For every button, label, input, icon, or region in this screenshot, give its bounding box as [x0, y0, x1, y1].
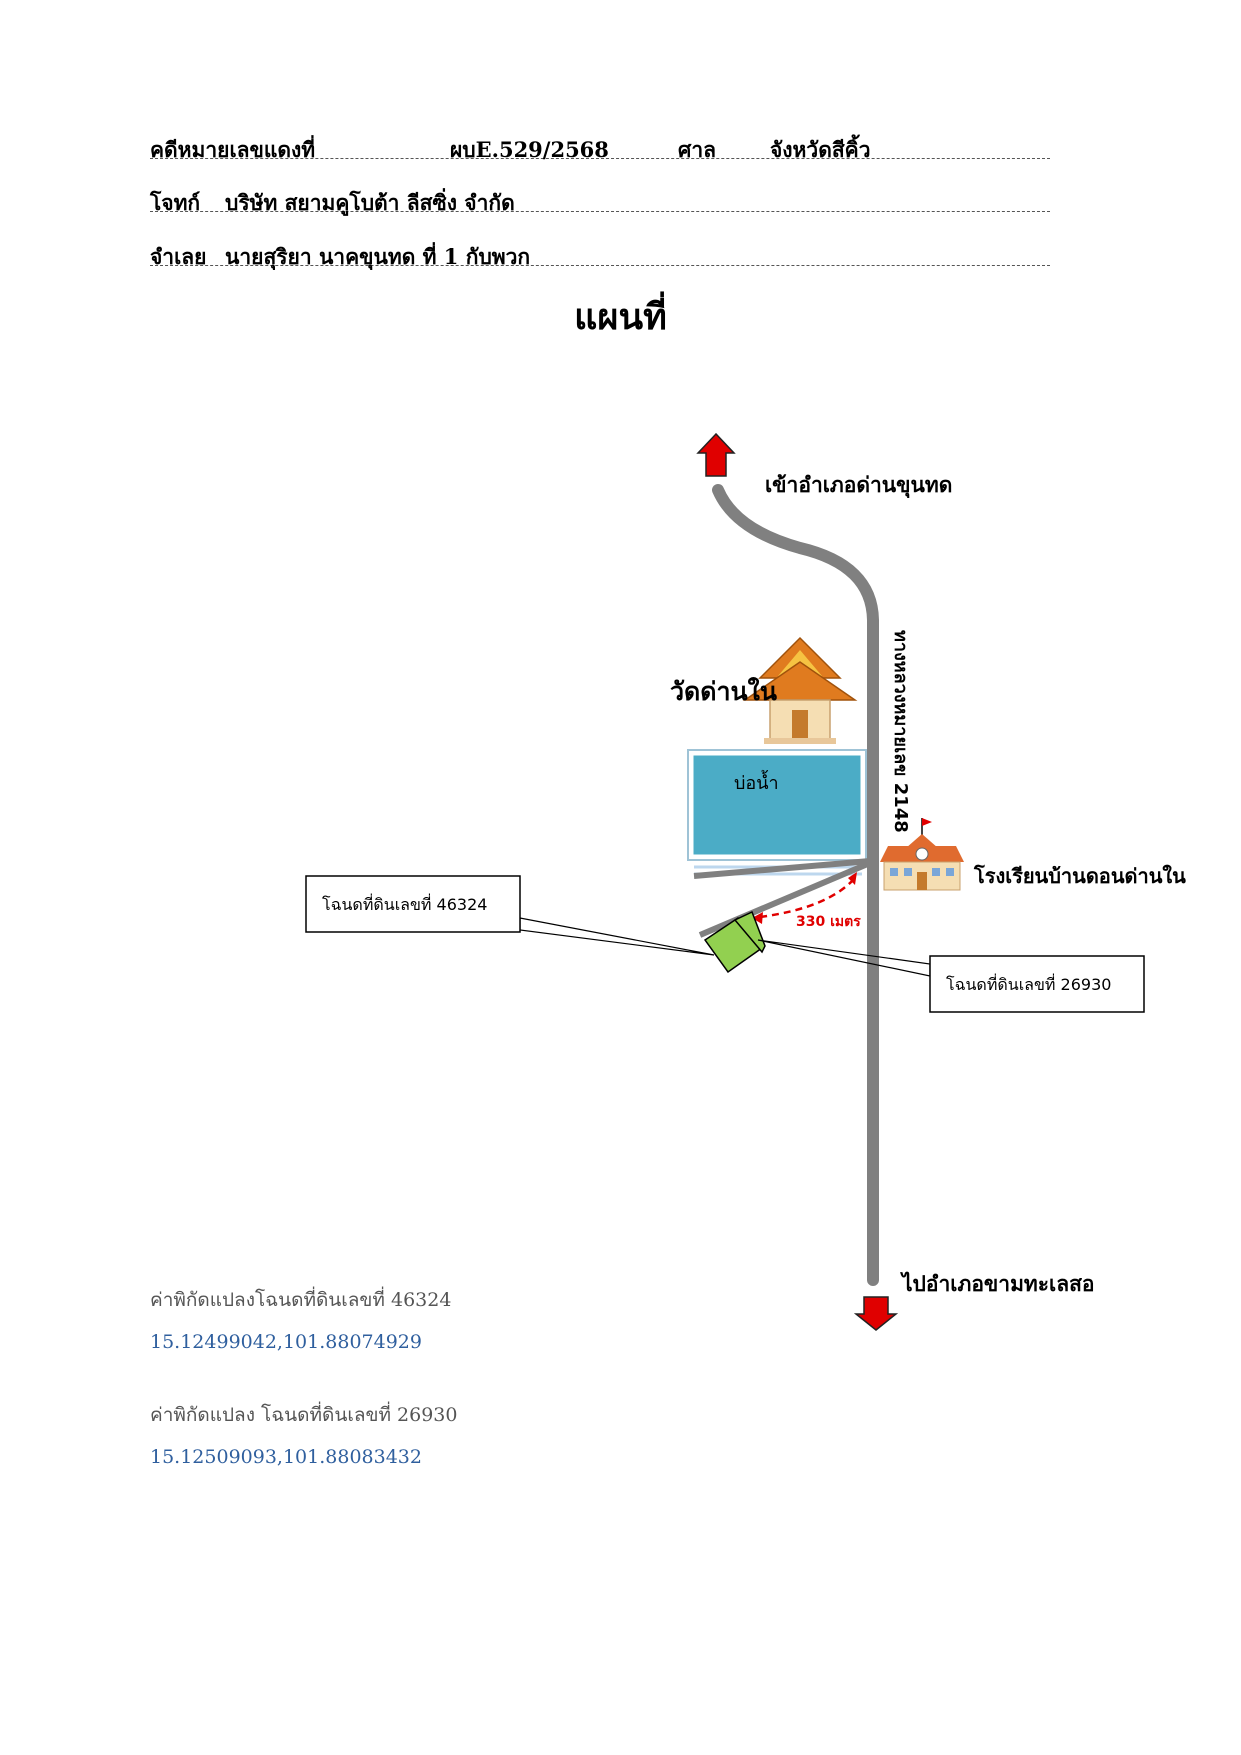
highway-road: [712, 484, 879, 1286]
coordinate-label-26930: ค่าพิกัดแปลง โฉนดที่ดินเลขที่ 26930: [150, 1404, 458, 1426]
plaintiff-label: โจทก์: [150, 190, 201, 215]
callout-46324-box: [305, 875, 521, 933]
side-road-upper: [693, 858, 871, 879]
case-label: คดีหมายเลขแดงที่: [150, 137, 316, 162]
highway-label: ทางหลวงหมายเลข 2148: [890, 630, 911, 833]
deed-26930-label: โฉนดที่ดินเลขที่ 26930: [946, 973, 1111, 994]
plaintiff-name: บริษัท สยามคูโบต้า ลีสซิ่ง จำกัด: [225, 190, 515, 215]
south-arrow-icon: [853, 1296, 899, 1331]
header-underline-1: [150, 158, 1050, 159]
case-number: ผบE.529/2568: [450, 137, 609, 162]
deed-46324-label: โฉนดที่ดินเลขที่ 46324: [322, 893, 487, 914]
distance-label: 330 เมตร: [796, 914, 861, 930]
court-label: ศาล: [678, 137, 716, 162]
pond-outline: [687, 749, 867, 861]
distance-path: [759, 877, 856, 919]
header-underline-2: [150, 211, 1050, 212]
distance-arrow-head-top: [848, 872, 857, 885]
defendant-name: นายสุริยา นาคขุนทด ที่ 1 กับพวก: [225, 244, 531, 269]
side-road-lower: [698, 860, 872, 938]
pond-label: บ่อน้ำ: [734, 770, 779, 794]
coordinate-value-26930: 15.12509093,101.88083432: [150, 1446, 422, 1468]
north-arrow-icon: [696, 432, 736, 477]
header-underline-3: [150, 265, 1050, 266]
coordinate-value-46324: 15.12499042,101.88074929: [150, 1331, 422, 1353]
pond: [690, 752, 864, 858]
north-destination-label: เข้าอำเภอด่านขุนทด: [765, 473, 952, 499]
temple-icon: [742, 636, 858, 744]
school-label: โรงเรียนบ้านดอนด่านใน: [973, 864, 1186, 888]
callout-26930-pointer: [757, 939, 931, 977]
callout-46324-pointer: [519, 917, 715, 956]
coordinate-label-46324: ค่าพิกัดแปลงโฉนดที่ดินเลขที่ 46324: [150, 1289, 452, 1311]
south-destination-label: ไปอำเภอขามทะเลสอ: [900, 1271, 1095, 1296]
temple-label: วัดด่านใน: [670, 676, 777, 706]
court-name: จังหวัดสีคิ้ว: [770, 137, 871, 162]
callout-26930-box: [929, 955, 1145, 1013]
distance-arrow-head-left: [752, 912, 763, 924]
plot-26930: [733, 910, 766, 954]
defendant-label: จำเลย: [150, 244, 207, 269]
page-title: แผนที่: [574, 297, 667, 338]
school-icon: [880, 818, 964, 891]
